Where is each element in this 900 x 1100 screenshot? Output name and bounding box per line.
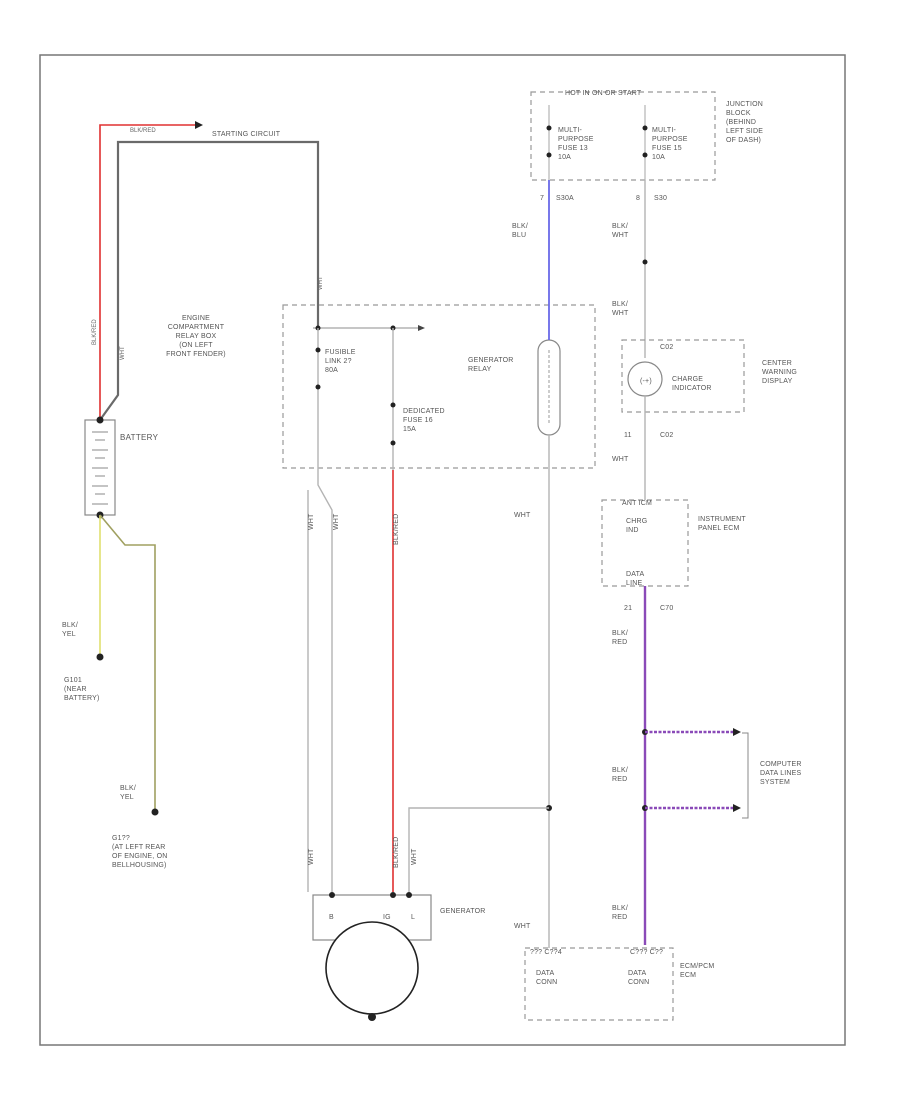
splice-fuse15 <box>642 259 648 265</box>
label-fuse-wire: WHT <box>318 276 324 290</box>
label-battery: BATTERY <box>120 433 159 442</box>
label-wire-blu: BLK/BLU <box>512 223 528 239</box>
label-gen-term-b: B <box>329 914 334 921</box>
fuse-13-top <box>546 125 552 131</box>
battery-cells <box>92 431 108 505</box>
label-wire-blk-wht-2: BLK/WHT <box>612 301 629 317</box>
diagram-frame <box>39 54 846 1046</box>
ip-ecm-outline <box>601 499 689 587</box>
generator-body <box>325 921 419 1015</box>
wire-ground-2 <box>99 514 156 810</box>
wire-splice-generator-l <box>408 807 549 892</box>
label-wht-indicator: WHT <box>612 456 629 463</box>
label-gen-wht-lower: WHT <box>308 848 315 865</box>
label-c-ipecm: C70 <box>660 605 673 612</box>
label-wht-ecm: WHT <box>514 923 531 930</box>
label-battery-wire-2: WHT <box>120 346 126 360</box>
relay-box-outline <box>282 304 596 469</box>
label-blk-red-3: BLK/RED <box>612 905 628 921</box>
fusible-link-bottom <box>315 384 321 390</box>
ecm-outline <box>524 947 674 1021</box>
junction-block-outline <box>530 91 716 181</box>
wire-battery-grey <box>99 140 320 421</box>
fusible-link-top <box>315 347 321 353</box>
fuse-13-bottom <box>546 152 552 158</box>
label-pin-21: 21 <box>624 605 632 612</box>
label-gen-term-l: L <box>411 914 415 921</box>
ground-point-2 <box>151 808 159 816</box>
label-gen-term-ig: IG <box>383 914 391 921</box>
generator-ground <box>368 1013 376 1021</box>
label-ecm-header-right: C??? C?? <box>630 949 663 956</box>
label-blk-red-1: BLK/RED <box>612 630 628 646</box>
label-starting-circuit: STARTING CIRCUIT <box>212 131 281 138</box>
label-blk-red-2: BLK/RED <box>612 767 628 783</box>
arrow-to-starting <box>195 121 203 129</box>
label-gen-wht-2: WHT <box>333 513 340 530</box>
ground-point-1 <box>96 653 104 661</box>
label-conn-s30a: S30A <box>556 195 574 202</box>
charge-indicator-glyph: (-+) <box>640 378 652 385</box>
label-ground-wire-2: BLK/YEL <box>120 785 136 801</box>
label-ipecm-header: ANT ICM <box>622 500 652 507</box>
center-display-outline <box>621 339 745 413</box>
label-gen-l-wire: WHT <box>411 848 418 865</box>
dedicated-fuse-top <box>390 402 396 408</box>
label-generator: GENERATOR <box>440 908 486 915</box>
generator: B IG L GENERATOR <box>312 892 486 1021</box>
wire-battery-red <box>99 124 195 420</box>
dedicated-fuse-bottom <box>390 440 396 446</box>
label-ground-wire-1: BLK/YEL <box>62 622 78 638</box>
wire-fusible-generator <box>317 470 333 892</box>
fuse-15-bottom <box>642 152 648 158</box>
label-gen-red: BLK/RED <box>393 514 400 545</box>
label-ecm-header: ??? C??4 <box>530 949 562 956</box>
battery-section: BLK/RED STARTING CIRCUIT BLK/RED WHT WHT… <box>62 121 324 869</box>
label-wht-relay: WHT <box>514 512 531 519</box>
label-battery-wire-1: BLK/RED <box>92 319 98 345</box>
label-c-bottom: C02 <box>660 432 673 439</box>
fuse-15-top <box>642 125 648 131</box>
label-wire-blk-wht-1: BLK/WHT <box>612 223 629 239</box>
label-hot-header: HOT IN ON OR START <box>565 90 642 97</box>
battery-pos-terminal <box>96 416 104 424</box>
label-start-wire: BLK/RED <box>130 128 156 134</box>
label-pin-8: 8 <box>636 195 640 202</box>
label-gen-red-lower: BLK/RED <box>393 837 400 868</box>
label-pin-11: 11 <box>624 432 632 439</box>
label-conn-s30: S30 <box>654 195 667 202</box>
label-c-top: C02 <box>660 344 673 351</box>
label-gen-wht-1: WHT <box>308 513 315 530</box>
label-pin-7: 7 <box>540 195 544 202</box>
